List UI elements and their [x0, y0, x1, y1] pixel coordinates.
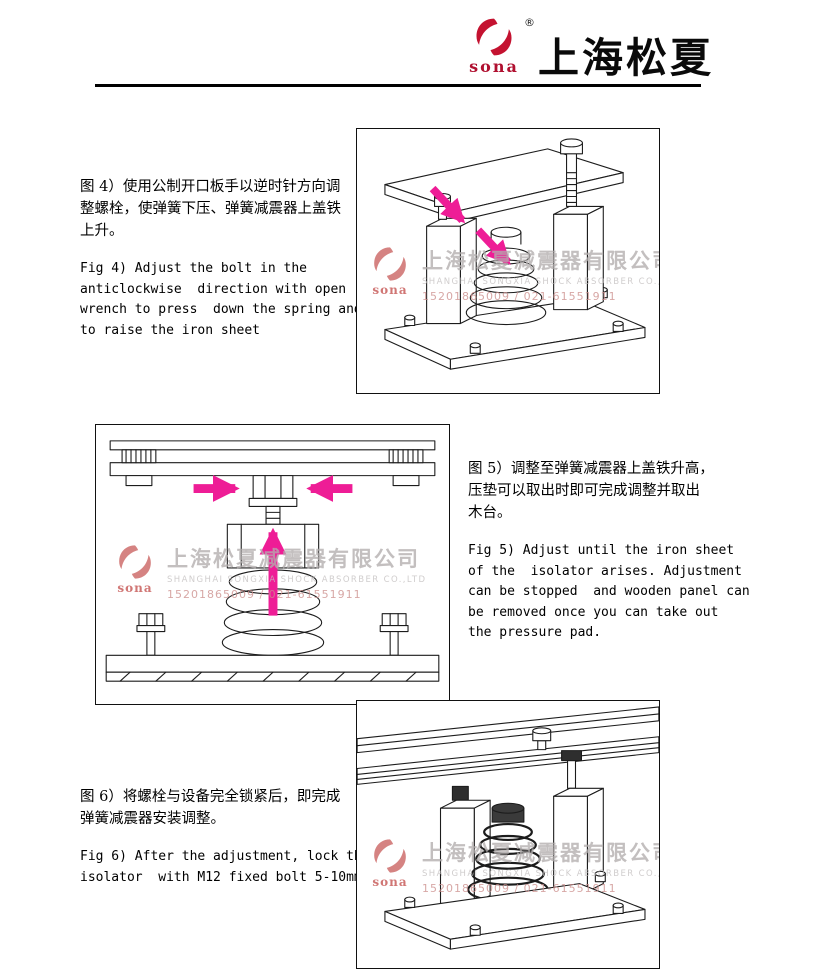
fig5-base-plate: [105, 654, 440, 682]
fig6-illustration: [357, 706, 659, 950]
fig6-base-plate: [384, 870, 646, 950]
fig5-caption-zh: 图 5）调整至弹簧减震器上盖铁升高， 压垫可以取出时即可完成调整并取出 木台。: [468, 461, 714, 522]
adjust-arrow-icon: [193, 475, 353, 616]
adjust-arrow-icon: [429, 185, 511, 265]
registered-mark: ®: [524, 16, 535, 29]
fig5-image: sona 上海松夏减震器有限公司 SHANGHAI SONGXIA SHOCK …: [95, 424, 450, 705]
fig4-caption-en: Fig 4) Adjust the bolt in the anticlockw…: [80, 261, 362, 338]
fig6-caption-zh: 图 6）将螺栓与设备完全锁紧后，即完成 弹簧减震器安装调整。: [80, 789, 341, 828]
fig5-caption: 图 5）调整至弹簧减震器上盖铁升高， 压垫可以取出时即可完成调整并取出 木台。 …: [468, 458, 758, 644]
fig5-illustration: [105, 440, 440, 682]
header-divider: [95, 84, 701, 87]
fig4-caption-zh: 图 4）使用公制开口板手以逆时针方向调 整螺栓，使弹簧下压、弹簧减震器上盖铁 上…: [80, 179, 341, 240]
fig4-base-plate: [384, 286, 646, 370]
fig4-caption: 图 4）使用公制开口板手以逆时针方向调 整螺栓，使弹簧下压、弹簧减震器上盖铁 上…: [80, 176, 362, 341]
fig6-image: sona 上海松夏减震器有限公司 SHANGHAI SONGXIA SHOCK …: [356, 700, 660, 969]
fig4-illustration: [384, 138, 646, 370]
fig5-side-bolts: [136, 613, 409, 656]
fig6-caption-en: Fig 6) After the adjustment, lock the is…: [80, 849, 370, 885]
brand-name: 上海松夏: [538, 34, 714, 82]
fig4-right-column: [553, 205, 604, 311]
fig6-caption: 图 6）将螺栓与设备完全锁紧后，即完成 弹簧减震器安装调整。 Fig 6) Af…: [80, 786, 374, 888]
fig5-caption-en: Fig 5) Adjust until the iron sheet of th…: [468, 543, 750, 641]
fig6-channel-beams: [357, 706, 659, 785]
fig6-columns: [439, 750, 604, 905]
sona-logo-text: sona: [469, 57, 519, 76]
fig5-center-bolt: [248, 475, 298, 525]
fig4-adjust-bolt: [560, 138, 583, 207]
fig4-image: sona 上海松夏减震器有限公司 SHANGHAI SONGXIA SHOCK …: [356, 128, 660, 394]
sona-logo-icon: [476, 18, 512, 56]
fig6-beam-bolt: [532, 727, 552, 751]
fig5-top-plates: [109, 440, 436, 487]
